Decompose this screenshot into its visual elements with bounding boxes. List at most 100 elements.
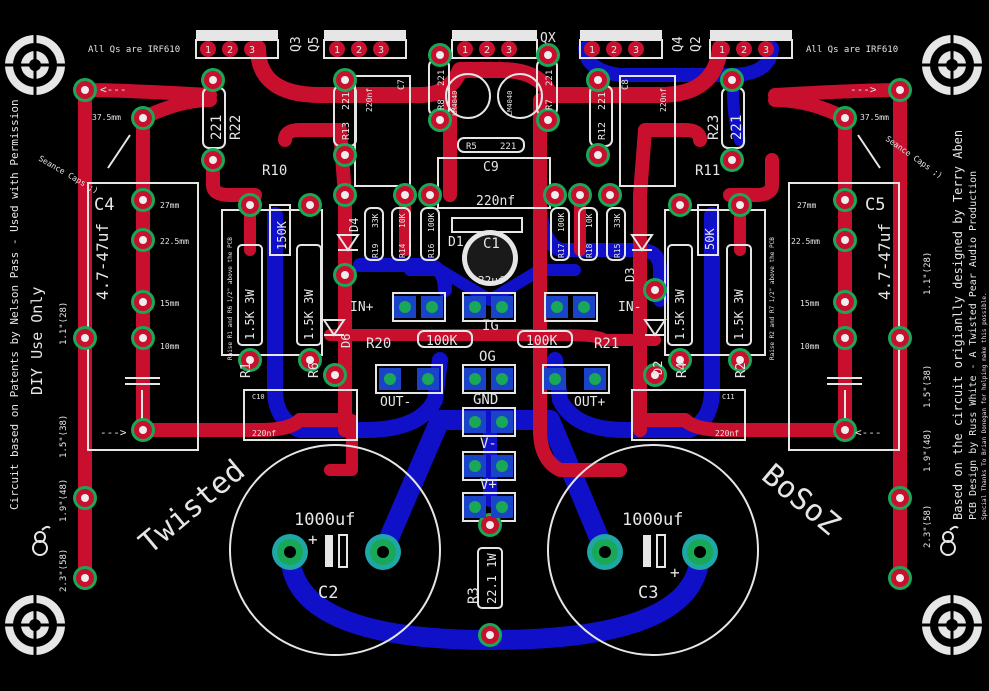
mounting-holes xyxy=(5,35,982,655)
label-r11: R11 xyxy=(695,163,720,179)
note-left: All Qs are IRF610 xyxy=(88,45,180,55)
solder-pad xyxy=(73,78,97,102)
solder-pad xyxy=(833,228,857,252)
capacitor-pad xyxy=(272,534,308,570)
label-r5: R5 xyxy=(466,142,477,152)
r2-value: 1.5K 3W xyxy=(732,289,746,340)
spacing-375-left: 37.5mm xyxy=(92,113,121,122)
c11-value: 220nf xyxy=(715,429,739,438)
label-c1: C1 xyxy=(483,236,500,252)
solder-pad xyxy=(668,348,692,372)
solder-pad xyxy=(333,263,357,287)
led-right-label: LM4040 xyxy=(506,91,514,116)
pin-number: 1 xyxy=(462,45,468,56)
c4-spacing-10: 10mm xyxy=(160,342,179,351)
r18-value: 10K xyxy=(585,213,594,228)
side-text-pcb-design: PCB Design by Russ White - A Twisted Pea… xyxy=(968,171,979,520)
c2-plus: + xyxy=(308,530,318,549)
pin-number: 2 xyxy=(484,45,490,56)
pin-number: 2 xyxy=(356,45,362,56)
r5-value: 221 xyxy=(500,142,516,152)
label-q5: Q5 xyxy=(307,36,322,52)
lead-right-48: 1.9"(48) xyxy=(923,429,933,472)
label-r4: R4 xyxy=(675,362,690,378)
solder-pad xyxy=(201,148,225,172)
lead-left-48: 1.9"(48) xyxy=(59,479,69,522)
mounting-hole-top-left xyxy=(5,35,65,95)
r17-value: 100K xyxy=(557,213,566,232)
square-pad xyxy=(544,368,566,390)
solder-pad xyxy=(201,68,225,92)
r22-value: 221 xyxy=(209,115,225,140)
solder-pad xyxy=(568,183,592,207)
transistor-pin xyxy=(200,41,216,57)
mounting-hole-bottom-left xyxy=(5,595,65,655)
pin-number: 2 xyxy=(227,45,233,56)
mounting-hole-top-right xyxy=(922,35,982,95)
c4-value: 4.7-47uf xyxy=(93,223,112,300)
transistor-pin xyxy=(606,41,622,57)
solder-pad xyxy=(888,326,912,350)
c3-plus: + xyxy=(670,563,680,582)
solder-pad xyxy=(131,106,155,130)
solder-pad xyxy=(73,566,97,590)
square-pad xyxy=(546,296,568,318)
c2-value: 1000uf xyxy=(294,510,355,530)
label-c3: C3 xyxy=(638,583,658,603)
spacing-375-right: 37.5mm xyxy=(860,113,889,122)
solder-pad xyxy=(393,183,417,207)
label-out-plus: OUT+ xyxy=(574,395,605,410)
label-r1: R1 xyxy=(239,362,254,378)
label-r20: R20 xyxy=(366,336,391,352)
transistor-pin xyxy=(584,41,600,57)
lead-right-38: 1.5"(38) xyxy=(923,365,933,408)
pin-number: 1 xyxy=(205,45,211,56)
arrow-right-bottom: <--- xyxy=(855,426,882,439)
label-c10: C10 xyxy=(252,393,265,401)
lead-left-28: 1.1"(28) xyxy=(59,302,69,345)
arrow-left-top: <--- xyxy=(100,83,127,96)
r4-value: 1.5K 3W xyxy=(673,289,687,340)
brand-twisted: Twisted xyxy=(133,453,252,561)
label-q2: Q2 xyxy=(689,36,704,52)
pin-number: 2 xyxy=(611,45,617,56)
r1-value: 1.5K 3W xyxy=(243,289,257,340)
c5-value: 4.7-47uf xyxy=(875,223,894,300)
solder-pad xyxy=(833,106,857,130)
solder-pad xyxy=(428,108,452,132)
capacitor-pad xyxy=(587,534,623,570)
c5-spacing-27: 27mm xyxy=(797,201,816,210)
c4-spacing-15: 15mm xyxy=(160,299,179,308)
label-r13: R13 xyxy=(341,122,352,140)
square-pad xyxy=(464,296,486,318)
solder-pad xyxy=(428,43,452,67)
label-qx: QX xyxy=(540,31,556,46)
transistor-pin xyxy=(351,41,367,57)
label-c11: C11 xyxy=(722,393,735,401)
solder-pad xyxy=(728,193,752,217)
square-pad xyxy=(464,496,486,518)
transistor-pin xyxy=(714,41,730,57)
label-r18: R18 xyxy=(585,243,594,258)
label-ig: IG xyxy=(482,318,499,334)
label-r15: R15 xyxy=(613,243,622,258)
mounting-hole-bottom-right xyxy=(922,595,982,655)
label-r23: R23 xyxy=(706,115,722,140)
lead-right-58: 2.3"(58) xyxy=(923,505,933,548)
r7-value: 221 xyxy=(545,70,555,86)
solder-pad xyxy=(668,193,692,217)
c9-value: 220nf xyxy=(476,194,515,209)
solder-pad xyxy=(131,326,155,350)
square-pad xyxy=(379,368,401,390)
pin-number: 3 xyxy=(506,45,512,56)
c1-value: 22uf xyxy=(478,274,505,287)
transistor-pin xyxy=(373,41,389,57)
square-pad xyxy=(584,368,606,390)
pin-number: 3 xyxy=(249,45,255,56)
label-d3: D3 xyxy=(623,268,637,282)
solder-pad xyxy=(131,228,155,252)
solder-pad xyxy=(586,68,610,92)
label-out-minus: OUT- xyxy=(380,395,411,410)
label-q4: Q4 xyxy=(671,36,686,52)
